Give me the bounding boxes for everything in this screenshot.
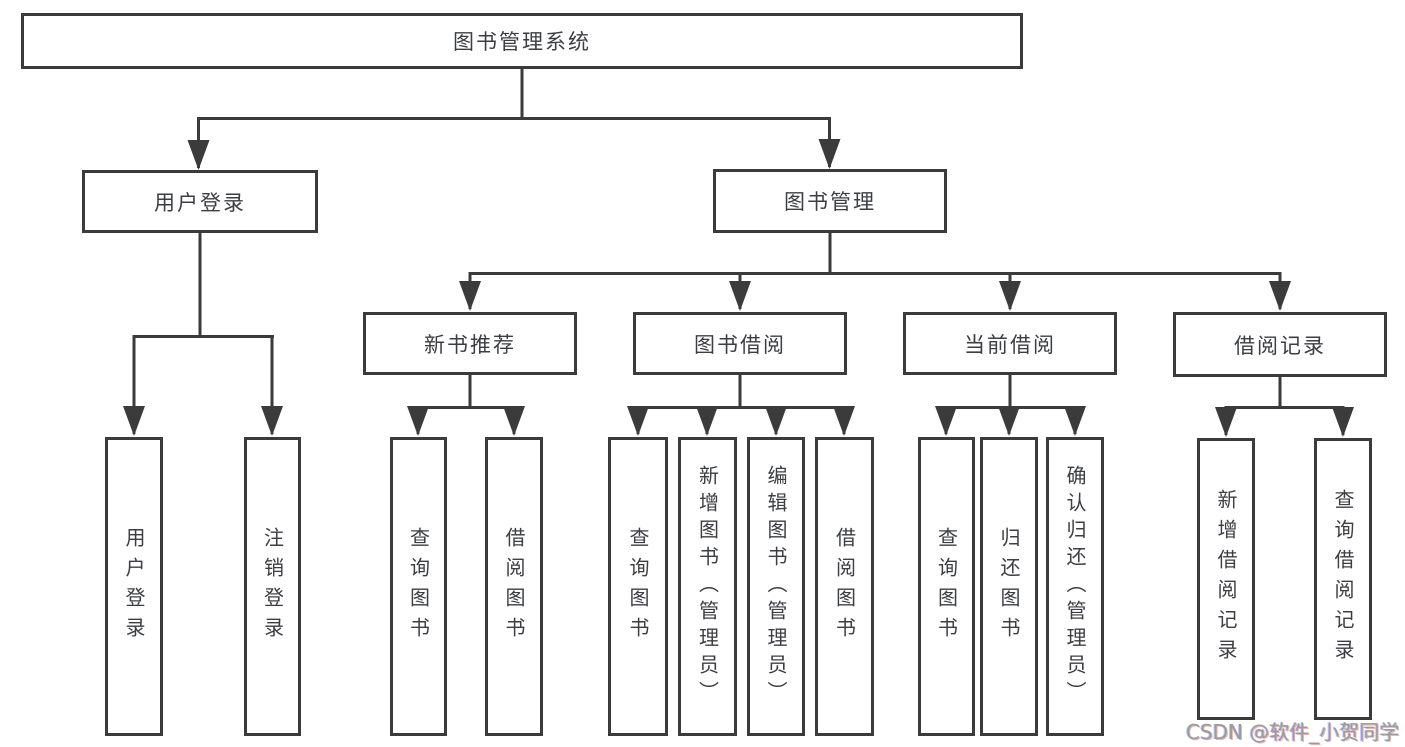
leaf-return-books-label: 归还图书	[997, 526, 1021, 647]
leaf-edit-books-admin-label: 编辑图书（管理员）	[764, 465, 788, 708]
leaf-add-borrow-record-label: 新增借阅记录	[1214, 489, 1238, 669]
leaf-query-books-borrowing: 查询图书	[608, 437, 668, 736]
node-user-login-label: 用户登录	[154, 190, 246, 215]
edge-current-bar	[944, 375, 1077, 409]
node-book-management-label: 图书管理	[784, 190, 876, 214]
edge-root-bar	[197, 69, 831, 120]
leaf-confirm-return-admin: 确认归还（管理员）	[1046, 437, 1104, 736]
node-new-book-recommendation-label: 新书推荐	[424, 332, 516, 357]
node-user-login: 用户登录	[82, 170, 318, 233]
node-new-book-recommendation: 新书推荐	[363, 312, 577, 375]
watermark-text: CSDN @软件_小贺同学	[1186, 720, 1400, 744]
leaf-query-books-recommend-label: 查询图书	[406, 526, 431, 647]
leaf-add-books-admin-label: 新增图书（管理员）	[695, 465, 720, 708]
leaf-query-books-recommend: 查询图书	[390, 437, 447, 736]
leaf-borrow-books-recommend-label: 借阅图书	[502, 526, 526, 647]
leaf-logout: 注销登录	[244, 437, 301, 736]
leaf-query-books-current: 查询图书	[918, 437, 975, 736]
node-system-root: 图书管理系统	[21, 13, 1023, 69]
edge-recommend-bar	[416, 375, 516, 409]
leaf-borrow-books-recommend: 借阅图书	[485, 437, 543, 736]
node-borrowing-records-label: 借阅记录	[1234, 333, 1326, 358]
edge-records-bar	[1224, 377, 1345, 409]
leaf-query-borrow-record-label: 查询借阅记录	[1331, 489, 1355, 669]
leaf-user-login: 用户登录	[105, 437, 163, 736]
edge-book-mgmt-bar	[468, 233, 1282, 275]
leaf-edit-books-admin: 编辑图书（管理员）	[747, 437, 805, 736]
node-book-management: 图书管理	[713, 169, 947, 233]
leaf-return-books: 归还图书	[980, 437, 1038, 736]
leaf-confirm-return-admin-label: 确认归还（管理员）	[1063, 465, 1087, 708]
leaf-borrow-books: 借阅图书	[815, 437, 874, 736]
edge-user-login-bar	[132, 233, 274, 338]
edge-borrowing-bar	[636, 375, 846, 409]
leaf-query-books-current-label: 查询图书	[934, 526, 959, 647]
leaf-logout-label: 注销登录	[260, 526, 285, 647]
node-current-borrowing: 当前借阅	[903, 312, 1117, 375]
leaf-borrow-books-label: 借阅图书	[832, 526, 857, 647]
node-system-root-label: 图书管理系统	[453, 30, 591, 54]
leaf-user-login-label: 用户登录	[122, 526, 146, 647]
node-current-borrowing-label: 当前借阅	[964, 332, 1056, 357]
node-borrowing-records: 借阅记录	[1173, 312, 1387, 377]
node-book-borrowing-label: 图书借阅	[694, 332, 786, 357]
node-book-borrowing: 图书借阅	[633, 312, 847, 375]
leaf-query-books-borrowing-label: 查询图书	[626, 526, 650, 647]
leaf-add-books-admin: 新增图书（管理员）	[678, 437, 737, 736]
leaf-add-borrow-record: 新增借阅记录	[1197, 438, 1255, 720]
leaf-query-borrow-record: 查询借阅记录	[1314, 438, 1372, 720]
